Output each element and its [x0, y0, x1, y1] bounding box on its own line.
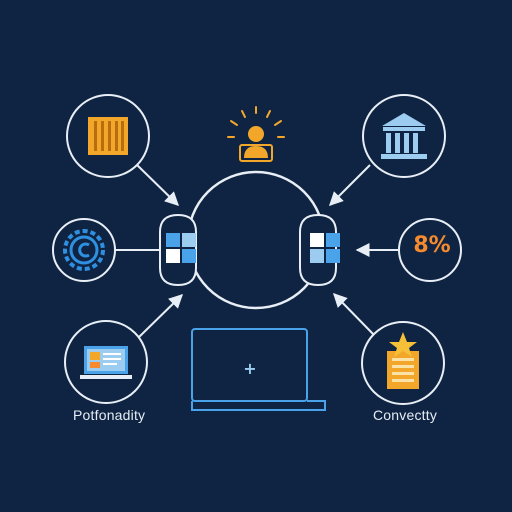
arrow-bottom-right-to-hub [333, 292, 376, 337]
node-top-left[interactable] [66, 94, 150, 178]
copyright-gear-icon [63, 229, 105, 271]
laptop-dashboard-icon [80, 346, 132, 379]
arrow-bottom-left-to-hub [137, 294, 184, 339]
bottom-left-label: Potfonadity [73, 407, 146, 423]
laptop-outline[interactable]: + [191, 328, 326, 411]
windows-tiles-icon [310, 233, 340, 263]
user-idea-icon [227, 106, 285, 162]
windows-tiles-icon [166, 233, 196, 263]
laptop-cursor-symbol: + [243, 359, 256, 378]
node-top-right[interactable] [362, 94, 446, 178]
node-mid-right[interactable] [398, 218, 462, 282]
connectors [113, 162, 398, 339]
node-mid-left[interactable] [52, 218, 116, 282]
hub-right-tile[interactable] [299, 213, 340, 287]
arrow-top-left-to-hub [134, 162, 180, 206]
percentage-value: 8% [413, 233, 451, 258]
node-bottom-right[interactable] [361, 321, 445, 405]
hub-left-tile[interactable] [159, 213, 197, 287]
bottom-right-label: Convectty [373, 407, 438, 423]
award-document-icon [387, 332, 419, 389]
node-bottom-left[interactable] [64, 320, 148, 404]
bank-building-icon [381, 113, 427, 159]
node-top-center[interactable] [227, 106, 285, 162]
laptop-outline-icon [191, 328, 326, 411]
arrow-top-right-to-hub [329, 164, 371, 206]
server-rack-icon [88, 117, 128, 155]
